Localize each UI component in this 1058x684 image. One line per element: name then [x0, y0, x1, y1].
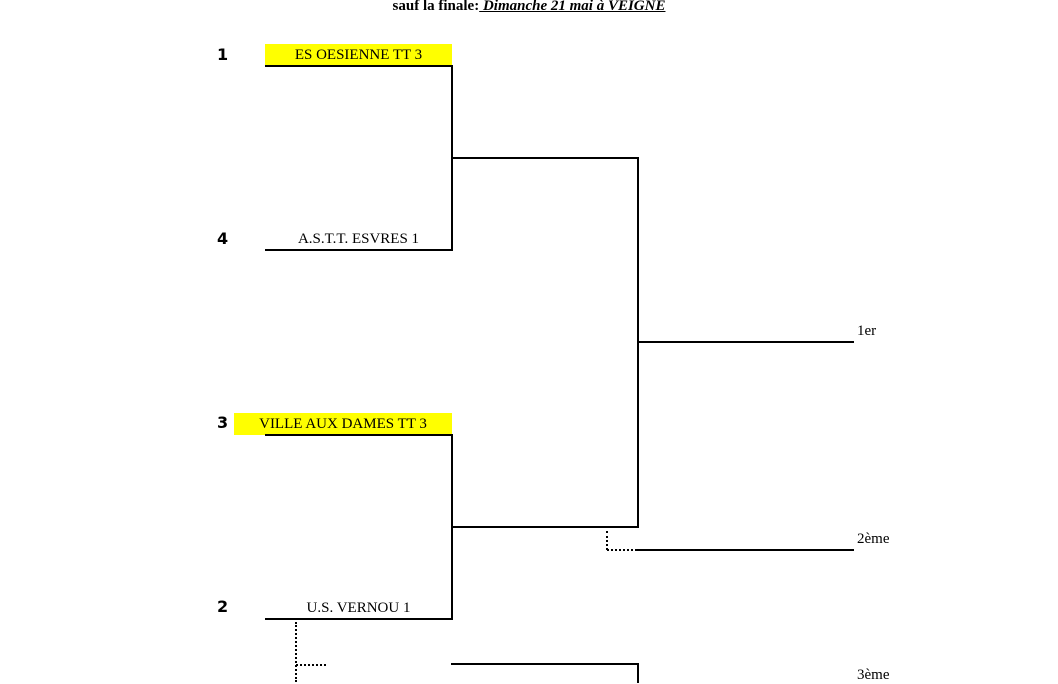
final-date: Dimanche 21 mai à VEIGNE — [479, 0, 666, 14]
first-place-label: 1er — [857, 323, 877, 339]
team-name: VILLE AUX DAMES TT 3 — [234, 413, 452, 435]
header-prefix: sauf la finale: — [392, 0, 480, 14]
third-place-line — [637, 663, 639, 683]
dotted-connector — [607, 549, 637, 551]
team-name: ES OESIENNE TT 3 — [265, 44, 452, 66]
bracket-line — [265, 249, 453, 251]
bracket-line — [265, 434, 453, 436]
third-place-line — [451, 663, 639, 665]
dotted-connector — [296, 664, 326, 666]
bracket-line — [451, 157, 639, 159]
second-place-line — [637, 549, 854, 551]
team-name: A.S.T.T. ESVRES 1 — [297, 231, 420, 247]
seed-number: 3 — [217, 413, 229, 432]
bracket-line — [451, 526, 639, 528]
header: sauf la finale: Dimanche 21 mai à VEIGNE — [0, 0, 1058, 15]
third-place-label: 3ème — [857, 667, 890, 683]
final-line — [637, 341, 854, 343]
second-place-label: 2ème — [857, 531, 890, 547]
dotted-connector — [606, 531, 608, 550]
seed-number: 2 — [217, 597, 229, 616]
dotted-connector — [295, 622, 297, 682]
bracket-line — [265, 618, 453, 620]
seed-number: 1 — [217, 45, 229, 64]
team-name: U.S. VERNOU 1 — [306, 600, 411, 616]
seed-number: 4 — [217, 229, 229, 248]
bracket-line — [265, 65, 453, 67]
